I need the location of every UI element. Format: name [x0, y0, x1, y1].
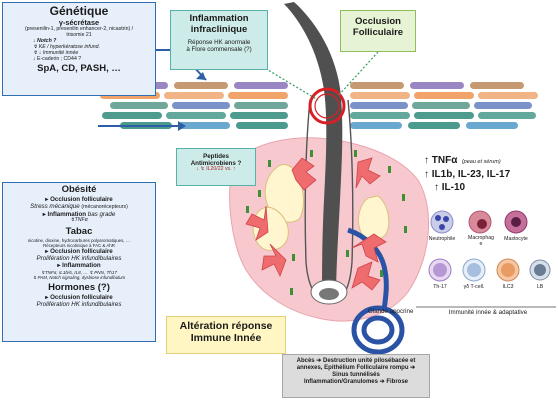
cytokines-block: ↑ TNFα (peau et sérum) ↑ IL1b, IL-23, IL…: [424, 150, 558, 193]
outcome-line-1: Abcès ➔ Destruction unité pilosébacée et: [296, 358, 416, 364]
sebaceous-gland: [264, 164, 304, 223]
tobacco-line-6: ↯TNFα, IL1b/6, IL8, … ↯ PNN, Th17: [41, 269, 117, 275]
inflammation-title-1: Inflammation: [189, 13, 249, 24]
immune-alteration-line-2: Immune Innée: [190, 332, 262, 345]
label-mastocyte: Mastocyte: [504, 236, 528, 242]
peptides-box: Peptides Antimicrobiens ? ↓ ↯ IL20/22 vs…: [176, 148, 256, 186]
apocrine-gland: [347, 227, 405, 355]
risk-factors-box: Obésité ▸ Occlusion folliculaire Stress …: [2, 182, 156, 342]
genetics-cadherin: ↓ E-caderin ; CD44 ?: [33, 56, 82, 63]
label-neutrophile: Neutrophile: [428, 236, 456, 242]
obesity-line-3: ▸ Inflammation: [42, 211, 87, 219]
tobacco-line-2: Récepteurs nicotinique à FAC & AhR: [43, 243, 115, 249]
hormones-line-1: ▸ Occlusion folliculaire: [45, 293, 113, 301]
immunity-footer: Immunité innée & adaptative: [448, 309, 528, 316]
occlusion-line-1: Occlusion: [355, 16, 401, 27]
outcome-box: Abcès ➔ Destruction unité pilosébacée et…: [282, 354, 430, 398]
hormones-line-2: Prolifération HK infundibulaires: [36, 300, 122, 308]
tobacco-line-4: Prolifération HK infundibulaires: [36, 255, 122, 263]
genetics-ke: ↯ KE / hyperkératose infund.: [33, 44, 100, 51]
genetics-notch: ↓ Notch ?: [33, 38, 57, 45]
genetics-syndromes: SpA, CD, PASH, …: [37, 63, 121, 74]
genetics-box: Génétique γ-sécrétase (presenilin-1, pre…: [2, 2, 156, 96]
genetics-title: Génétique: [49, 4, 109, 18]
gland-label: Glande apocrine: [368, 308, 414, 315]
immune-alteration-line-1: Altération réponse: [179, 320, 273, 332]
outcome-line-2: annexes, Epithélium Folliculaire rompu ➔: [296, 364, 416, 371]
label-lb: LB: [536, 284, 544, 290]
bacteria-marks: [246, 150, 407, 295]
inflammation-arrows: [245, 157, 387, 291]
label-ilc3: ILC3: [502, 284, 514, 290]
hair-shaft: [284, 2, 343, 300]
label-gd-tcell: γδ T-cell.: [463, 284, 485, 290]
obesity-line-3-tail: bas grade: [87, 211, 116, 219]
peptides-line-1: Peptides: [203, 153, 229, 160]
genetics-trisomy: trisomie 21: [66, 32, 92, 39]
outcome-line-3: Sinus tunnélisés: [332, 371, 380, 378]
label-th17: Th-17: [433, 284, 447, 290]
cytokine-tnf: ↑ TNFα: [424, 155, 458, 166]
inflammation-text-2: à Flore commensale (?): [186, 45, 252, 53]
cytokine-tnf-note: (peau et sérum): [461, 159, 501, 165]
cytokine-il10: ↑ IL-10: [434, 181, 466, 193]
obesity-line-2: Stress mécanique: [30, 203, 80, 211]
obesity-line-2-note: (mécanorécepteurs): [81, 204, 128, 211]
genetics-genes: (presenilin-1, presenilin enhancer-2, ni…: [24, 26, 134, 33]
tobacco-title: Tabac: [65, 226, 93, 238]
inflammation-box: Inflammation infraclinique Réponse HK an…: [170, 10, 268, 70]
peptides-line-3: ↓ ↯ IL20/22 vs. ↑: [196, 166, 236, 173]
immune-cells: [416, 210, 556, 308]
hormones-title: Hormones (?): [48, 281, 110, 293]
peptides-line-2: Antimicrobiens ?: [190, 160, 242, 168]
outcome-line-4: Inflammation/Granulomes ➔ Fibrose: [303, 378, 409, 385]
inflammation-title-2: infraclinique: [190, 23, 248, 35]
genetics-subtitle: γ-sécrétase: [58, 17, 100, 27]
tobacco-line-3: ▸ Occlusion folliculaire: [45, 248, 113, 256]
genetics-immunity: ↯ ↓ Immunité innée: [33, 50, 79, 57]
obesity-title: Obésité: [61, 184, 97, 195]
cytokine-il-line: ↑ IL1b, IL-23, IL-17: [424, 169, 511, 181]
tobacco-line-5: ▸ Inflammation: [57, 262, 101, 270]
occlusion-line-2: Folliculaire: [352, 26, 404, 38]
immune-alteration-box: Altération réponse Immune Innée: [166, 316, 286, 354]
occlusion-circle: [308, 87, 346, 125]
tobacco-line-7: ↯ PAM, Notch signaling, dysbiose infundi…: [32, 274, 126, 280]
obesity-line-1: ▸ Occlusion folliculaire: [45, 195, 113, 203]
occlusion-box: Occlusion Folliculaire: [340, 10, 416, 52]
inflammation-text-1: Réponse HK anormale: [187, 38, 251, 46]
tobacco-line-1: nicotine, dioxine, hydrocarbures polyaro…: [27, 238, 131, 244]
label-macrophage: Macrophag e: [468, 235, 494, 247]
obesity-line-4: ↯TNFα: [70, 217, 88, 224]
